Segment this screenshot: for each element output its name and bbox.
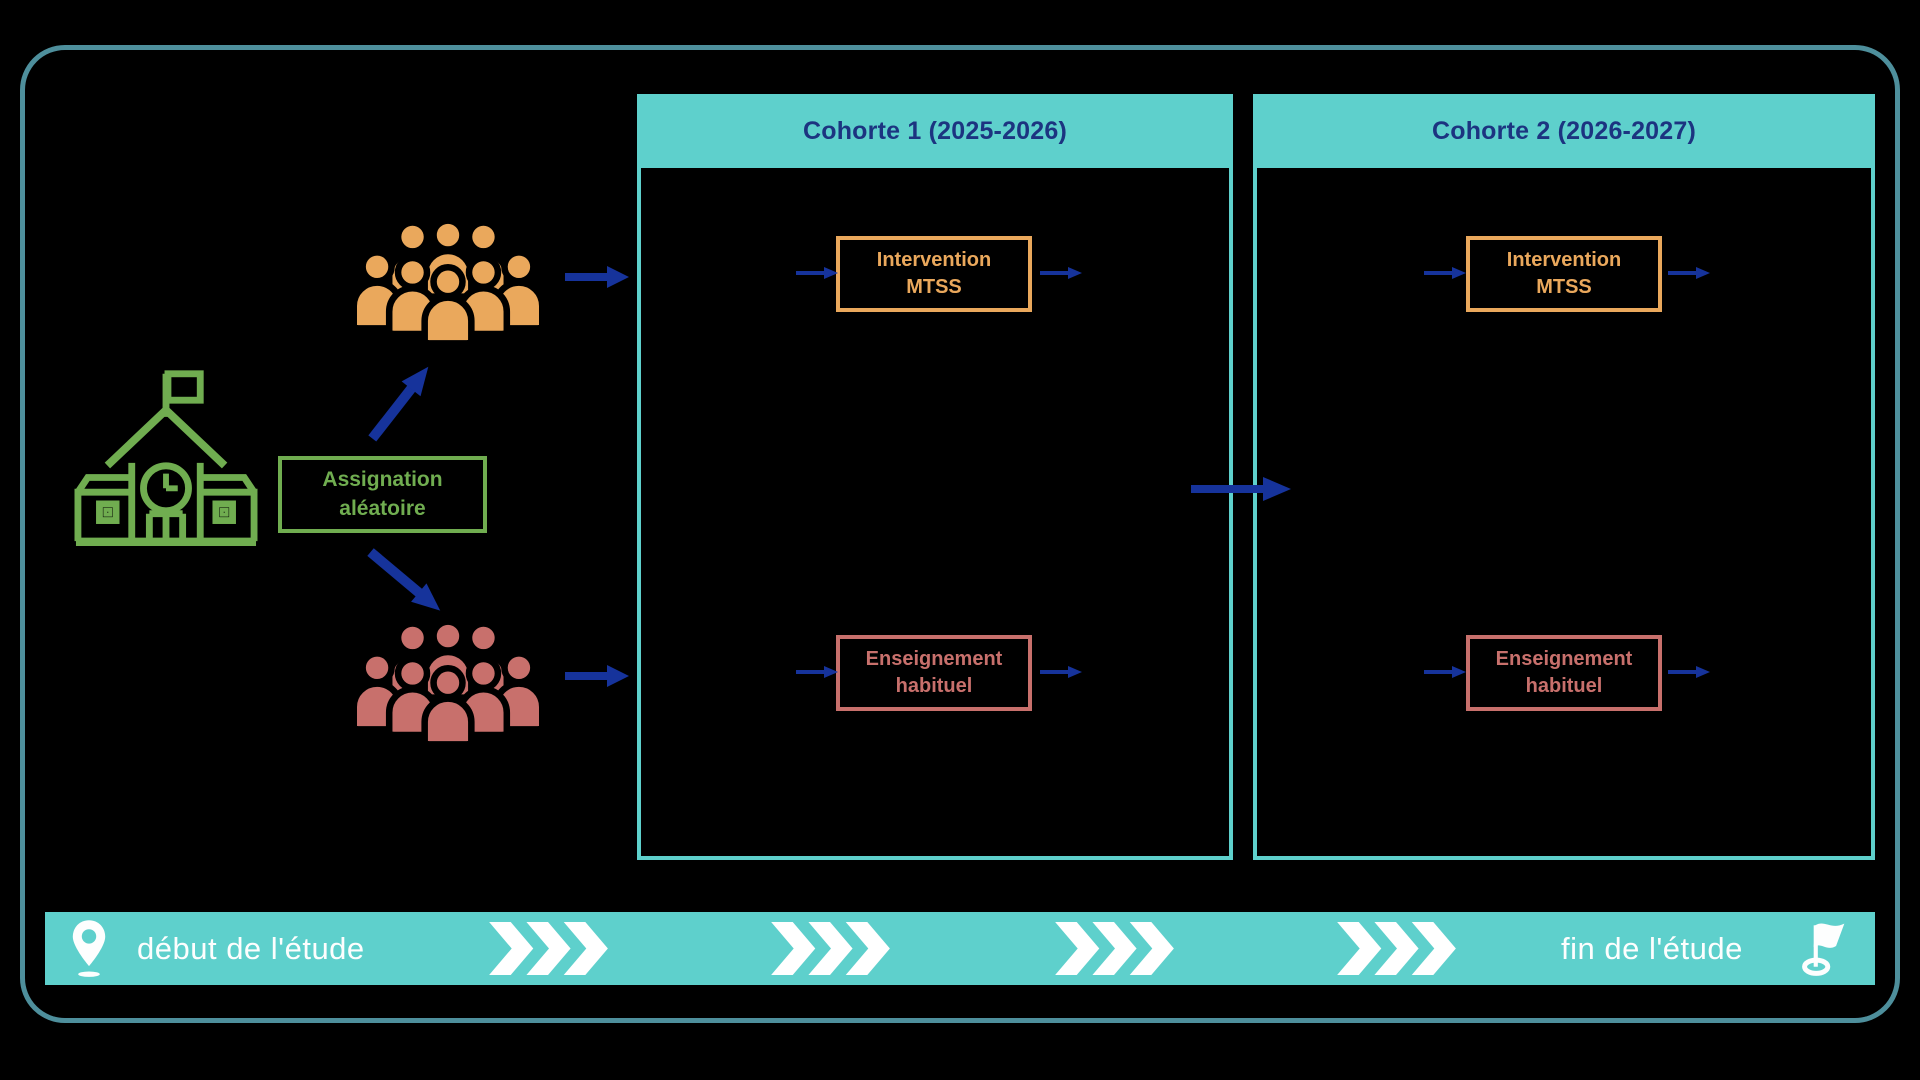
usual-line2: habituel	[1525, 675, 1603, 697]
arrow-to-intervention-group	[359, 357, 440, 450]
arrow-out-intervention-2	[1667, 265, 1711, 281]
intervention-line1: Intervention	[876, 249, 992, 271]
arrow-red-group-to-cohort1	[563, 663, 631, 689]
usual-line2: habituel	[895, 675, 973, 697]
assignment-line1: Assignation	[322, 468, 443, 492]
usual-teaching-box-cohort2: Enseignement habituel	[1466, 635, 1662, 711]
timeline-end-label: fin de l'étude	[1561, 931, 1743, 966]
timeline-bar: début de l'étude	[45, 912, 1875, 985]
usual-line1: Enseignement	[865, 648, 1003, 670]
finish-flag-icon	[1788, 916, 1846, 981]
school-building-icon	[72, 364, 260, 546]
arrow-into-intervention-1	[795, 265, 839, 281]
arrow-cohort1-to-cohort2	[1189, 474, 1293, 504]
cohort1-header: Cohorte 1 (2025-2026)	[637, 94, 1233, 168]
cohort2-header: Cohorte 2 (2026-2027)	[1253, 94, 1875, 168]
intervention-box-cohort2: Intervention MTSS	[1466, 236, 1662, 312]
intervention-box-cohort1: Intervention MTSS	[836, 236, 1032, 312]
triple-chevron-icon	[488, 922, 610, 975]
crowd-orange-icon	[352, 222, 544, 348]
arrow-out-intervention-1	[1039, 265, 1083, 281]
cohort2-panel: Cohorte 2 (2026-2027)	[1253, 94, 1875, 860]
arrow-to-control-group	[359, 539, 451, 622]
triple-chevron-icon	[1336, 922, 1458, 975]
triple-chevron-icon	[770, 922, 892, 975]
usual-line1: Enseignement	[1495, 648, 1633, 670]
crowd-red-icon	[352, 623, 544, 749]
triple-chevron-icon	[1054, 922, 1176, 975]
arrow-into-usual-2	[1423, 664, 1467, 680]
arrow-into-intervention-2	[1423, 265, 1467, 281]
intervention-line2: MTSS	[906, 276, 962, 298]
cohort2-title: Cohorte 2 (2026-2027)	[1431, 116, 1697, 145]
usual-teaching-box-cohort1: Enseignement habituel	[836, 635, 1032, 711]
cohort1-title: Cohorte 1 (2025-2026)	[802, 116, 1068, 145]
location-pin-icon	[71, 917, 107, 981]
outer-frame	[20, 45, 1900, 1023]
arrow-out-usual-2	[1667, 664, 1711, 680]
random-assignment-box: Assignation aléatoire	[278, 456, 487, 533]
timeline-start-label: début de l'étude	[137, 931, 365, 966]
cohort1-panel: Cohorte 1 (2025-2026)	[637, 94, 1233, 860]
intervention-line1: Intervention	[1506, 249, 1622, 271]
arrow-orange-group-to-cohort1	[563, 264, 631, 290]
assignment-line2: aléatoire	[339, 496, 426, 520]
arrow-out-usual-1	[1039, 664, 1083, 680]
arrow-into-usual-1	[795, 664, 839, 680]
intervention-line2: MTSS	[1536, 276, 1592, 298]
